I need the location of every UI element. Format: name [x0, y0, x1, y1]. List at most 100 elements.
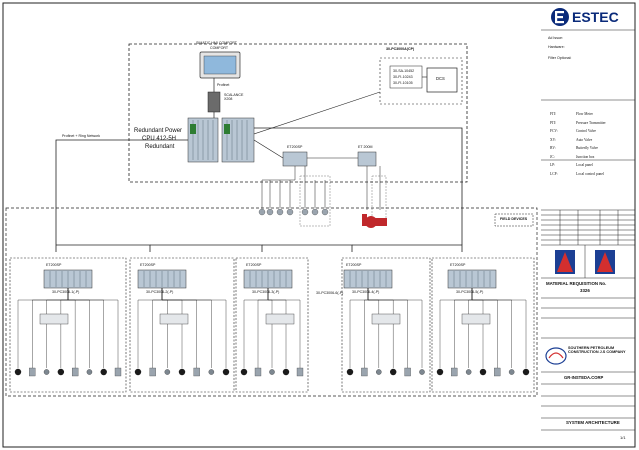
signal-drop-line — [257, 288, 269, 368]
material-requisition-label: MATERIAL REQUISITION No. — [546, 281, 607, 286]
sheet-number: 1/1 — [620, 435, 626, 440]
company-logo — [545, 347, 567, 365]
transmitter-icon — [494, 367, 501, 377]
station-head-label: ET200SP — [46, 263, 62, 267]
flow-meter-icon — [465, 369, 472, 375]
legend-code: JC: — [550, 154, 555, 159]
drawing-title: SYSTEM ARCHITECTURE — [566, 420, 620, 425]
actuator-valve-icon — [436, 368, 444, 376]
station-tag-label: 30-PC3006-4(-P) — [352, 290, 380, 294]
pump-icon — [362, 214, 387, 228]
field-devices-label: FIELD DEVICES — [500, 217, 528, 221]
transmitter-icon — [404, 367, 411, 377]
transmitter-icon — [193, 367, 200, 377]
legend-code: LCP: — [550, 171, 558, 176]
control-cabinet-frame — [128, 43, 468, 183]
signal-drop-line — [60, 288, 69, 368]
legend-row: JC:Junction box — [550, 155, 594, 159]
legend-code: LP: — [550, 163, 556, 167]
station-tag-label: 30-PC3006-2(-P) — [146, 290, 174, 294]
signal-drop-line — [267, 288, 301, 368]
dcs-signal-2: 30-FI-10243 — [393, 75, 413, 79]
legend-code: FCV: — [550, 129, 558, 133]
actuator-valve-icon — [57, 368, 65, 376]
field-area-frame — [5, 207, 538, 397]
signal-drop-line — [152, 288, 163, 368]
legend-code: PIT: — [550, 120, 557, 125]
et200sp-top — [282, 151, 308, 167]
flow-meter-icon — [208, 369, 215, 375]
legend-row: LCP: Local control panel — [550, 172, 604, 176]
actuator-valve-icon — [178, 368, 186, 376]
transmitter-icon — [149, 367, 156, 377]
client-logos — [555, 250, 615, 274]
station-field-devices — [14, 288, 530, 377]
transmitter-icon — [451, 367, 458, 377]
legend-row: FIT:Flow Meter — [550, 112, 593, 116]
station-frames — [9, 257, 535, 393]
legend-desc: Butterfly Valve — [576, 146, 598, 150]
profinet-label: Profinet — [217, 83, 230, 87]
profinet-ring-lines — [55, 127, 463, 252]
station-head-label: ET200SP — [140, 263, 156, 267]
station-head-label: ET200SP — [450, 263, 466, 267]
field-label-filter: Filter Optional: — [548, 56, 572, 60]
legend-row: LP: Local panel — [550, 163, 593, 167]
junction-box-icon — [371, 313, 401, 325]
signal-drop-line — [364, 288, 369, 368]
flow-meter-icon — [164, 369, 171, 375]
dcs-signal-3: 30-FI-10105 — [393, 81, 413, 85]
legend-desc: Control Valve — [576, 129, 596, 133]
dcs-frame — [379, 57, 463, 105]
legend-desc: Local control panel — [576, 171, 604, 176]
document-number: GR-INSTEDA.CORP — [564, 375, 604, 380]
station-head-label: ET200SP — [246, 263, 262, 267]
junction-box-icon — [461, 313, 491, 325]
station-tag-label: 30-PC3006-1(-P) — [52, 290, 80, 294]
junction-box-icon — [159, 313, 189, 325]
actuator-valve-icon — [222, 368, 230, 376]
dcs-box — [426, 67, 458, 93]
flow-meter-icon — [43, 369, 50, 375]
junction-box-icon — [265, 313, 295, 325]
field-label-hardware: Hardware: — [548, 45, 565, 49]
dcs-signal-1: 30-SA-10452 — [393, 69, 415, 73]
flow-meter-icon — [376, 369, 382, 375]
flow-meter-icon — [269, 369, 275, 375]
station-tag-label: 30-PC3006-3(-P) — [252, 290, 280, 294]
flow-meter-icon — [419, 369, 425, 375]
signal-drop-line — [67, 288, 119, 368]
dcs-group-label: 30-PC3000A(CP) — [386, 47, 415, 51]
station-head-label: ET200SP — [346, 263, 362, 267]
redundant-cpu-rack — [187, 117, 255, 163]
legend-desc: Local panel — [576, 163, 593, 167]
cpu-label-1: Redundant Power — [134, 128, 183, 134]
legend-code: FIT: — [550, 112, 557, 116]
actuator-valve-icon — [522, 368, 530, 376]
material-requisition-value: 3326 — [580, 288, 590, 293]
transmitter-icon — [29, 367, 36, 377]
field-devices-top — [258, 175, 387, 227]
cpu-label-3: Redundant — [145, 144, 175, 150]
actuator-valve-icon — [479, 368, 487, 376]
actuator-valve-icon — [240, 368, 248, 376]
legend-row: PIT: Pressure Transmitter — [550, 121, 606, 125]
legend-row: FCV: Control Valve — [550, 129, 596, 133]
flow-meter-icon — [508, 369, 515, 375]
actuator-valve-icon — [134, 368, 142, 376]
legend-desc: Pressure Transmitter — [576, 120, 606, 125]
et200sp-top-label: ET200SP — [287, 145, 303, 149]
title-block-lines — [541, 29, 635, 431]
legend-row: XV:Auto Valve — [550, 138, 592, 142]
hmi-sub-label: COMFORT — [210, 46, 229, 50]
legend-row: BV:Butterfly Valve — [550, 146, 598, 150]
dcs-label: DCS — [436, 76, 445, 81]
actuator-valve-icon — [14, 368, 22, 376]
estec-logo-icon — [551, 8, 569, 26]
station-tag-label: 30-PC3006-5(-P) — [456, 290, 484, 294]
switch-label: SCALANCE X208 — [224, 93, 244, 101]
signal-drop-line — [471, 288, 527, 368]
profinet-ring-label: Profinet + Ring Network — [62, 134, 101, 138]
